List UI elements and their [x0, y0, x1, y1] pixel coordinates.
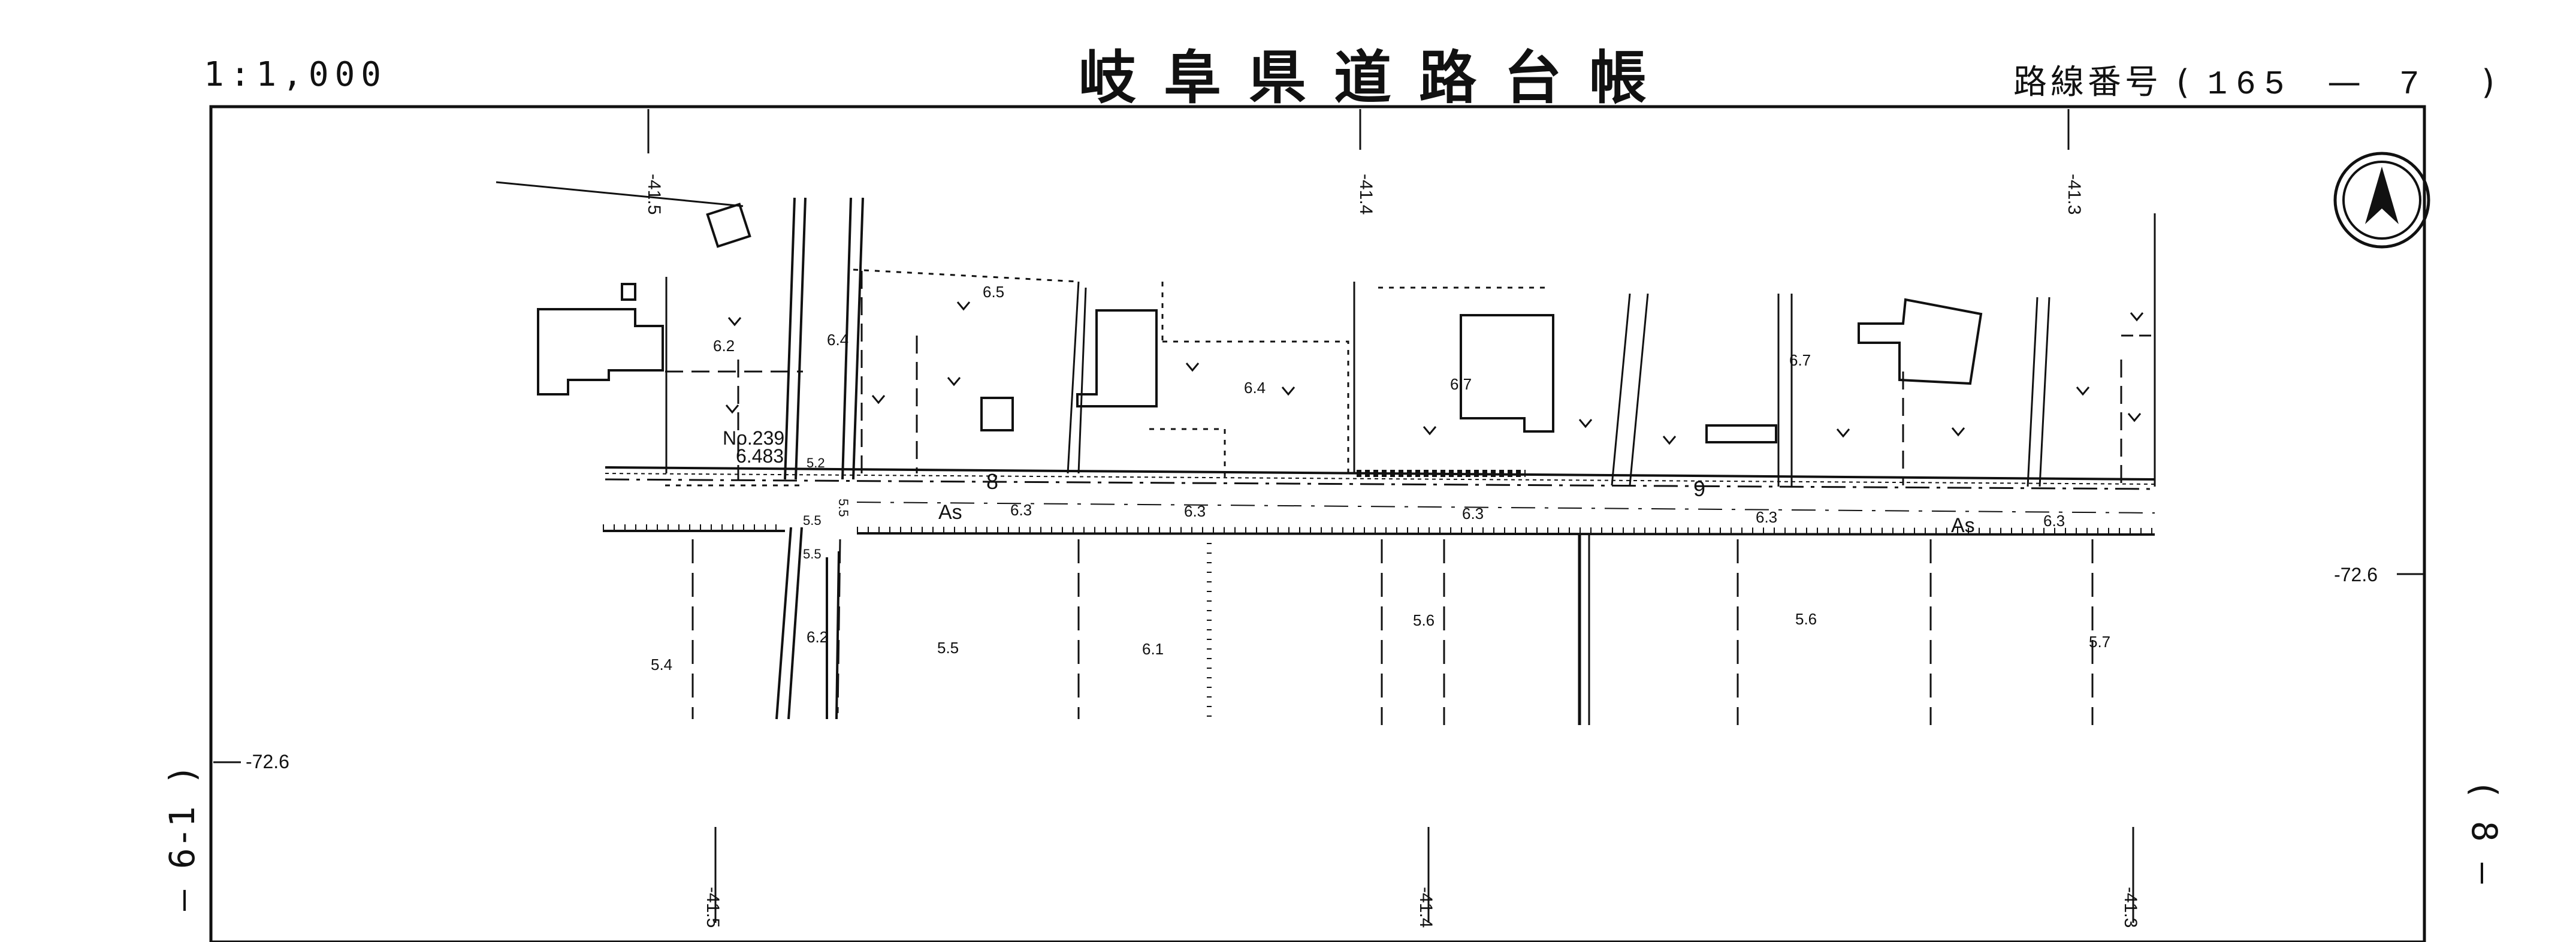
elevation-point: 6.2: [807, 628, 828, 646]
main-road: [603, 466, 2155, 536]
parcel-lines: [665, 213, 2156, 487]
route-open-paren: (: [2176, 63, 2193, 102]
field-symbols: [725, 301, 2144, 445]
elevation-point: 5.4: [651, 656, 672, 674]
elevation-point: 5.5: [937, 639, 959, 657]
elevation-point: 6.3: [2043, 512, 2065, 530]
station-label: 8: [986, 469, 998, 494]
elevation-point: 5.5: [803, 547, 822, 561]
map-frame: [209, 105, 2426, 942]
elevation-point: 5.6: [1413, 611, 1435, 629]
building: [1705, 424, 1777, 443]
south-parcels: [691, 533, 2094, 725]
elevation-point: 6.4: [827, 331, 848, 349]
scale-label: 1:1,000: [204, 55, 388, 94]
route-close-paren: ): [2481, 63, 2499, 102]
pavement-label: As: [938, 501, 962, 524]
building: [537, 308, 664, 395]
elevation-point: 6.2: [713, 337, 735, 355]
elevation-point: 6.5: [983, 283, 1004, 301]
elevation-point: 6.7: [1450, 375, 1472, 393]
grid-label-bottom: -41.3: [2121, 887, 2140, 928]
station-label: 9: [1693, 476, 1705, 501]
grid-label-top: -41.5: [644, 174, 664, 215]
elevation-point: 5.5: [803, 513, 822, 528]
grid-label-left: -72.6: [246, 751, 289, 772]
route-number-value: 165: [2207, 65, 2293, 104]
pavement-label: As: [1951, 514, 1975, 537]
buildings: [496, 181, 1983, 443]
grid-label-bottom: -41.4: [1416, 887, 1436, 928]
grid-ticks: [213, 109, 2424, 923]
route-dash: —: [2327, 63, 2365, 102]
elevation-point: 6.7: [1789, 351, 1811, 369]
elevation-point: 5.5: [836, 499, 851, 517]
route-section-value: 7: [2399, 65, 2428, 104]
elevation-point: 5.6: [1795, 610, 1817, 628]
building: [1076, 309, 1158, 407]
building: [1460, 314, 1554, 433]
building: [621, 283, 636, 301]
grid-label-top: -41.4: [1356, 174, 1376, 215]
grid-label-right: -72.6: [2334, 564, 2378, 585]
elevation-point: 6.3: [1756, 508, 1777, 526]
elevation-point: 6.3: [1184, 502, 1206, 520]
elevation-point: 6.3: [1010, 501, 1032, 519]
side-street: [775, 197, 864, 720]
building: [496, 181, 744, 207]
elevation-point: 6.3: [1462, 505, 1484, 523]
elevation-point: 5.2: [807, 455, 825, 470]
building: [980, 397, 1014, 431]
elevation-point: 5.7: [2089, 633, 2110, 651]
benchmark-elevation: 6.483: [736, 445, 784, 467]
grid-label-top: -41.3: [2064, 174, 2084, 215]
elevation-point: 6.1: [1142, 640, 1164, 658]
route-label: 路線番号: [2013, 63, 2162, 102]
grid-label-bottom: -41.5: [703, 887, 723, 928]
north-arrow-icon: [2333, 152, 2430, 249]
building: [706, 203, 751, 248]
elevation-point: 6.4: [1244, 379, 1266, 397]
page-title: 岐阜県道路台帳: [1079, 44, 1674, 111]
route-number: 路線番号 ( 165 — 7 ): [2013, 55, 2498, 104]
building: [1858, 298, 1983, 385]
benchmark-name: No.239: [723, 427, 784, 449]
